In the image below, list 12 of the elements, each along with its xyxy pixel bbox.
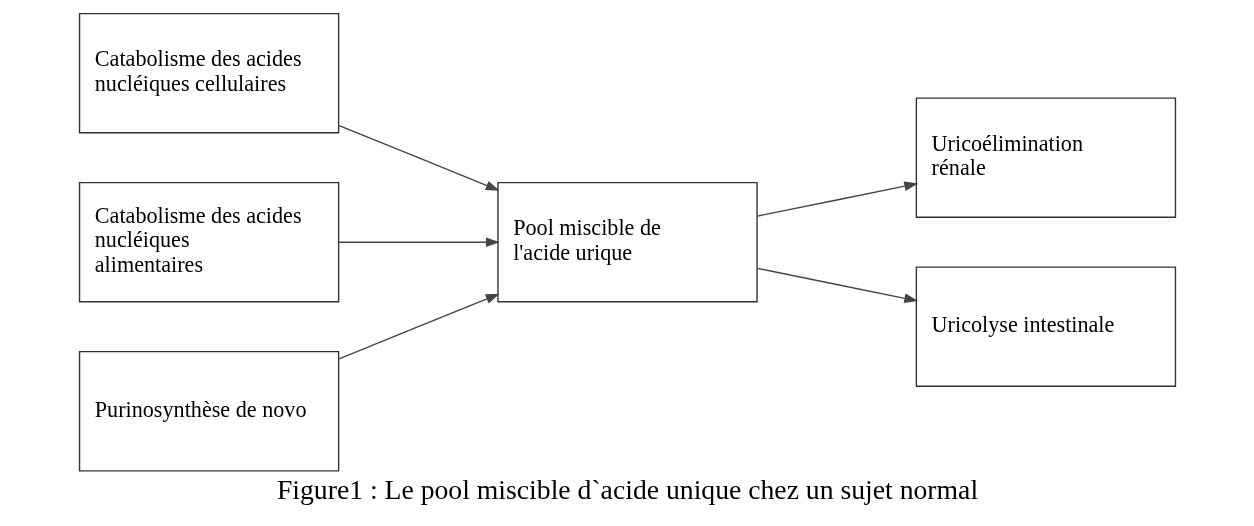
arrow — [756, 267, 918, 304]
arrow — [337, 237, 500, 248]
node-box: Purinosynthèse de novo — [78, 350, 339, 472]
arrow — [756, 181, 918, 217]
caption: Figure1 : Le pool miscible d`acide unique chez un sujet normal — [276, 473, 978, 505]
node-box: Catabolisme des acides nucléiques alimentaires — [78, 181, 339, 303]
node-box: Uricoélimination rénale — [915, 97, 1176, 218]
arrow — [337, 124, 500, 191]
node-box: Catabolisme des acides nucléiques cellulaires — [78, 12, 339, 134]
node-box: Uricolyse intestinale — [915, 266, 1176, 387]
node-box: Pool miscible de l'acide urique — [496, 181, 758, 303]
arrow — [337, 293, 500, 360]
